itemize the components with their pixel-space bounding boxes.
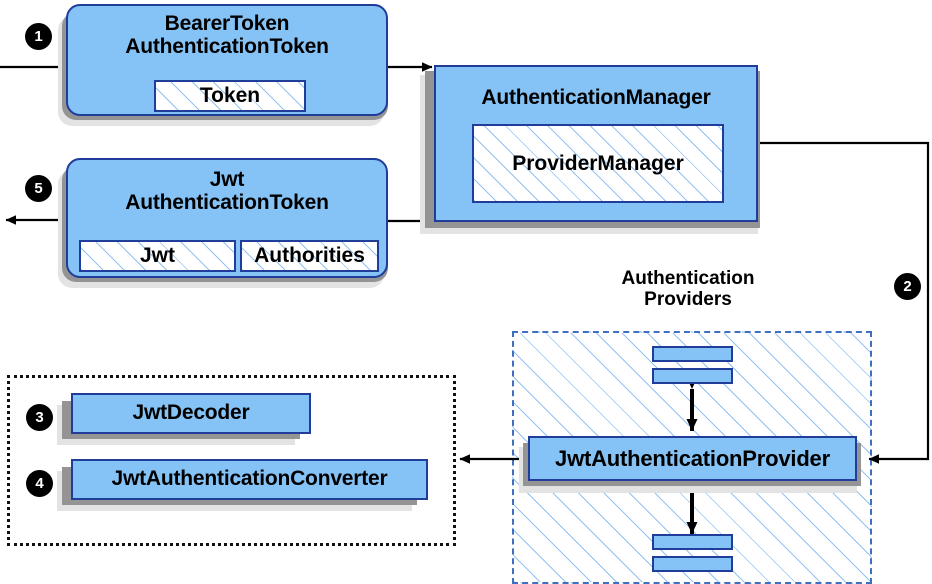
jwt-auth-provider-box[interactable]: JwtAuthenticationProvider bbox=[528, 436, 857, 481]
step-badge-4-label: 4 bbox=[35, 475, 44, 492]
step-badge-5: 5 bbox=[26, 176, 51, 201]
authorities-inner-box[interactable]: Authorities bbox=[240, 240, 379, 272]
jwt-token-title-line1: Jwt bbox=[209, 168, 245, 191]
step-badge-1-label: 1 bbox=[34, 28, 43, 45]
provider-stub-bar-top-2 bbox=[652, 368, 733, 384]
jwt-support-container bbox=[7, 375, 456, 546]
jwt-decoder-box[interactable]: JwtDecoder bbox=[71, 393, 311, 434]
step-badge-5-label: 5 bbox=[34, 180, 43, 197]
provider-stub-bar-bottom-1 bbox=[652, 534, 733, 550]
step-badge-1: 1 bbox=[26, 24, 51, 49]
authentication-manager-box[interactable]: AuthenticationManager ProviderManager bbox=[434, 65, 758, 222]
authentication-providers-label-line2: Providers bbox=[644, 289, 732, 311]
bearer-token-box[interactable]: BearerToken AuthenticationToken Token bbox=[66, 4, 388, 116]
jwt-token-title: Jwt AuthenticationToken bbox=[68, 168, 386, 214]
provider-manager-label: ProviderManager bbox=[512, 151, 684, 175]
jwt-auth-provider-title: JwtAuthenticationProvider bbox=[555, 445, 830, 471]
token-label: Token bbox=[199, 84, 261, 107]
authorities-label: Authorities bbox=[254, 244, 365, 267]
provider-stub-bar-bottom-2 bbox=[652, 556, 733, 572]
step-badge-3: 3 bbox=[27, 405, 52, 430]
bearer-token-title: BearerToken AuthenticationToken bbox=[68, 12, 386, 58]
authentication-providers-label-line1: Authentication bbox=[621, 268, 755, 289]
jwt-decoder-title: JwtDecoder bbox=[132, 401, 250, 425]
provider-stub-bar-top-1 bbox=[652, 346, 733, 362]
provider-manager-inner-box[interactable]: ProviderManager bbox=[472, 124, 724, 203]
jwt-token-box[interactable]: Jwt AuthenticationToken Jwt Authorities bbox=[66, 158, 388, 278]
jwt-inner-box[interactable]: Jwt bbox=[79, 240, 236, 272]
step-badge-3-label: 3 bbox=[35, 409, 44, 426]
jwt-converter-title: JwtAuthenticationConverter bbox=[111, 467, 388, 491]
jwt-converter-box[interactable]: JwtAuthenticationConverter bbox=[71, 459, 428, 500]
jwt-label: Jwt bbox=[139, 244, 175, 267]
authentication-providers-label: Authentication Providers bbox=[562, 268, 814, 311]
bearer-token-title-line1: BearerToken bbox=[164, 12, 290, 35]
token-inner-box[interactable]: Token bbox=[154, 80, 306, 112]
bearer-token-title-line2: AuthenticationToken bbox=[125, 34, 329, 58]
authentication-manager-title: AuthenticationManager bbox=[481, 86, 711, 109]
jwt-token-title-line2: AuthenticationToken bbox=[125, 190, 329, 214]
step-badge-2: 2 bbox=[895, 274, 920, 299]
step-badge-2-label: 2 bbox=[903, 278, 912, 295]
step-badge-4: 4 bbox=[27, 471, 52, 496]
line-manager-to-provider bbox=[758, 141, 930, 464]
